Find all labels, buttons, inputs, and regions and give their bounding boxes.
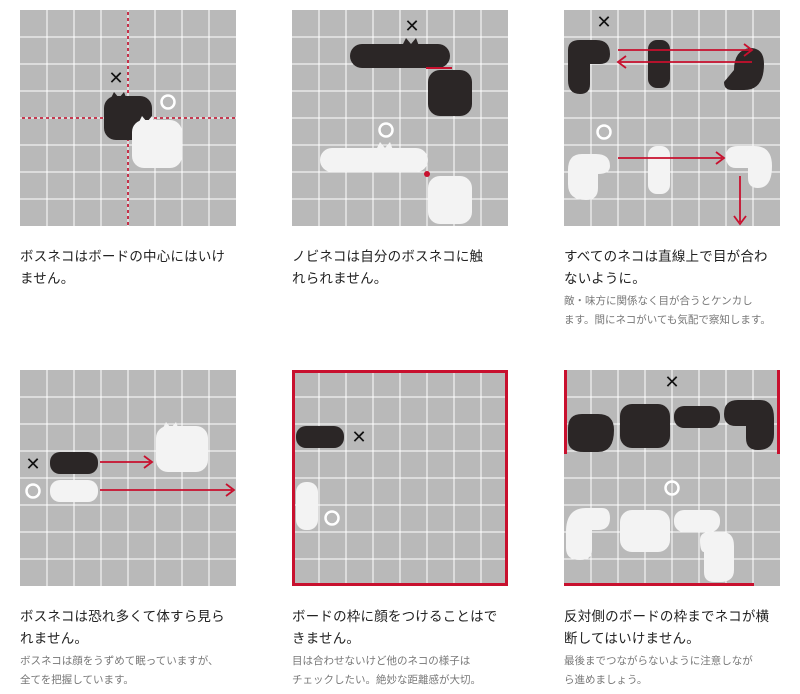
rule-5-note-line-2: チェックしたい。絶妙な距離感が大切。 (292, 674, 481, 686)
rule-4-note-line-2: 全てを把握しています。 (20, 674, 134, 686)
rule-4-line-2: れません。 (20, 631, 89, 647)
rule-3-line-1: すべてのネコは直線上で目が合わ (564, 249, 768, 265)
rule-3-line-2: ないように。 (564, 271, 646, 287)
sightline-arrows (616, 43, 754, 226)
rule-3-text: すべてのネコは直線上で目が合わ ないように。 (564, 246, 768, 290)
rule-3-note: 敵・味方に関係なく目が合うとケンカし ます。間にネコがいても気配で察知します。 (564, 292, 771, 330)
ng-mark: ✕ (351, 427, 366, 448)
rule-2-line-1: ノビネコは自分のボスネコに触 (292, 249, 484, 265)
rule-3-note-line-1: 敵・味方に関係なく目が合うとケンカし (564, 295, 753, 307)
ng-mark: ✕ (596, 12, 611, 33)
black-long-cat (350, 44, 450, 68)
white-boss-cat (156, 426, 208, 472)
rule-5-text: ボードの枠に顔をつけることはで きません。 (292, 606, 498, 650)
rule-6-text: 反対側のボードの枠までネコが横 断してはいけません。 (564, 606, 769, 650)
white-long-cat (320, 148, 428, 172)
ok-mark (25, 483, 41, 499)
ok-mark (378, 122, 394, 138)
white-cat-1 (566, 508, 610, 560)
rule-1-line-2: ません。 (20, 271, 75, 287)
white-boss-cat (428, 176, 472, 224)
white-cat-at-frame (296, 482, 318, 530)
white-standing-cat (648, 146, 670, 194)
ok-mark (324, 510, 340, 526)
ng-mark: ✕ (664, 372, 679, 393)
rule-6-line-2: 断してはいけません。 (564, 631, 700, 647)
board-frame-highlight (292, 370, 508, 586)
white-cat-3 (700, 532, 734, 582)
white-boss-cat-ears (162, 422, 179, 430)
rule-5-note: 目は合わせないけど他のネコの様子は チェックしたい。絶妙な距離感が大切。 (292, 652, 481, 690)
touch-point (424, 171, 430, 177)
rule-4-text: ボスネコは恐れ多くて体すら見ら れません。 (20, 606, 225, 650)
board-grid (564, 10, 780, 226)
ng-mark: ✕ (25, 454, 40, 475)
rule-5-note-line-1: 目は合わせないけど他のネコの様子は (292, 655, 471, 667)
black-cat-2 (674, 406, 720, 428)
rule-3-note-line-2: ます。間にネコがいても気配で察知します。 (564, 314, 771, 326)
black-cat-3 (724, 400, 774, 450)
board-grid (292, 370, 508, 586)
rule-4-board: ✕ (20, 370, 236, 586)
board-grid (20, 370, 236, 586)
black-boss-cat-back (50, 452, 98, 474)
white-boss-cat (132, 120, 182, 168)
rule-6-note-line-1: 最後までつながらないように注意しなが (564, 655, 753, 667)
rule-2-text: ノビネコは自分のボスネコに触 れられません。 (292, 246, 483, 290)
rule-1-line-1: ボスネコはボードの中心にはいけ (20, 249, 226, 265)
black-cat-1 (568, 414, 614, 452)
rule-5-board: ✕ (292, 370, 508, 586)
white-boss-cat-back (50, 480, 98, 502)
rule-6-note-line-2: ら進めましょう。 (564, 674, 648, 686)
black-boss-cat-ears (110, 92, 127, 100)
black-cat-at-frame (296, 426, 344, 448)
rule-5-line-1: ボードの枠に顔をつけることはで (292, 609, 498, 625)
white-corner-cat-right (726, 146, 772, 188)
rule-4-line-1: ボスネコは恐れ多くて体すら見ら (20, 609, 225, 625)
ok-mark (160, 94, 176, 110)
black-boss-cat (620, 404, 670, 448)
rule-6-note: 最後までつながらないように注意しなが ら進めましょう。 (564, 652, 753, 690)
black-long-cat-ears (402, 38, 419, 46)
ok-mark (664, 480, 680, 496)
black-corner-cat-right (724, 48, 764, 90)
rule-6-line-1: 反対側のボードの枠までネコが横 (564, 609, 770, 625)
white-boss-cat (620, 510, 670, 552)
black-corner-cat-left (568, 40, 610, 94)
white-boss-cat-ears (138, 116, 155, 124)
black-standing-cat (648, 40, 670, 88)
rule-1-board: ✕ (20, 10, 236, 226)
ok-mark (596, 124, 612, 140)
rule-6-board: ✕ (564, 370, 780, 586)
white-cat-2 (674, 510, 720, 532)
ng-mark: ✕ (404, 16, 419, 37)
black-boss-cat (428, 70, 472, 116)
rule-5-line-2: きません。 (292, 631, 361, 647)
rule-2-board: ✕ (292, 10, 508, 226)
rule-4-note: ボスネコは顔をうずめて眠っていますが、 全てを把握しています。 (20, 652, 219, 690)
sightline-arrows (100, 455, 236, 497)
rule-4-note-line-1: ボスネコは顔をうずめて眠っていますが、 (20, 655, 219, 667)
ng-mark: ✕ (108, 68, 123, 89)
rule-2-line-2: れられません。 (292, 271, 388, 287)
white-corner-cat-left (568, 154, 610, 200)
rule-3-board: ✕ (564, 10, 780, 226)
white-long-cat-ears (376, 142, 393, 150)
rule-1-text: ボスネコはボードの中心にはいけ ません。 (20, 246, 225, 290)
